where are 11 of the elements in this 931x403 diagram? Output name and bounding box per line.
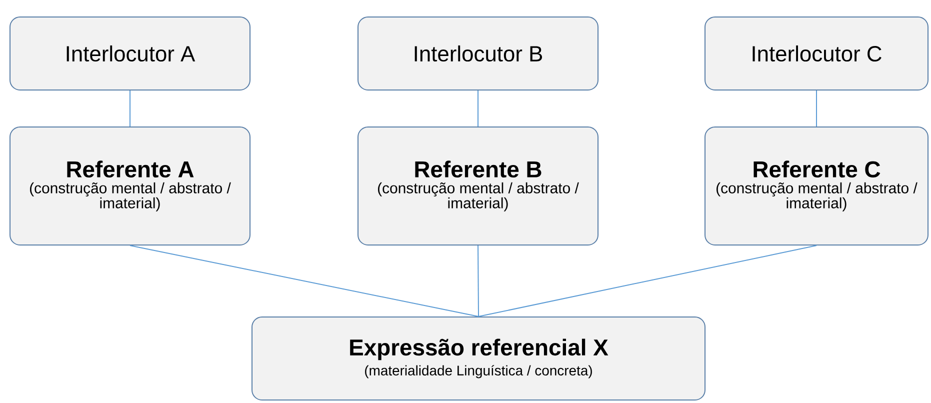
- text-box: Expressão referencial X (materialidade Linguística / concreta): [252, 316, 706, 400]
- connector-line: [478, 245, 479, 317]
- text-box: Interlocutor A: [10, 16, 250, 90]
- text-box: Interlocutor B: [358, 16, 598, 90]
- text-box: Interlocutor C: [704, 16, 928, 90]
- text-box: Referente B (construção mental / abstrato / imaterial): [358, 126, 598, 246]
- connector-line: [130, 245, 479, 317]
- text-box: Referente C (construção mental / abstrato / imaterial): [704, 126, 928, 246]
- connector-line: [816, 90, 817, 127]
- text-box: Referente A (construção mental / abstrato / imaterial): [10, 126, 250, 246]
- connector-line: [478, 245, 817, 317]
